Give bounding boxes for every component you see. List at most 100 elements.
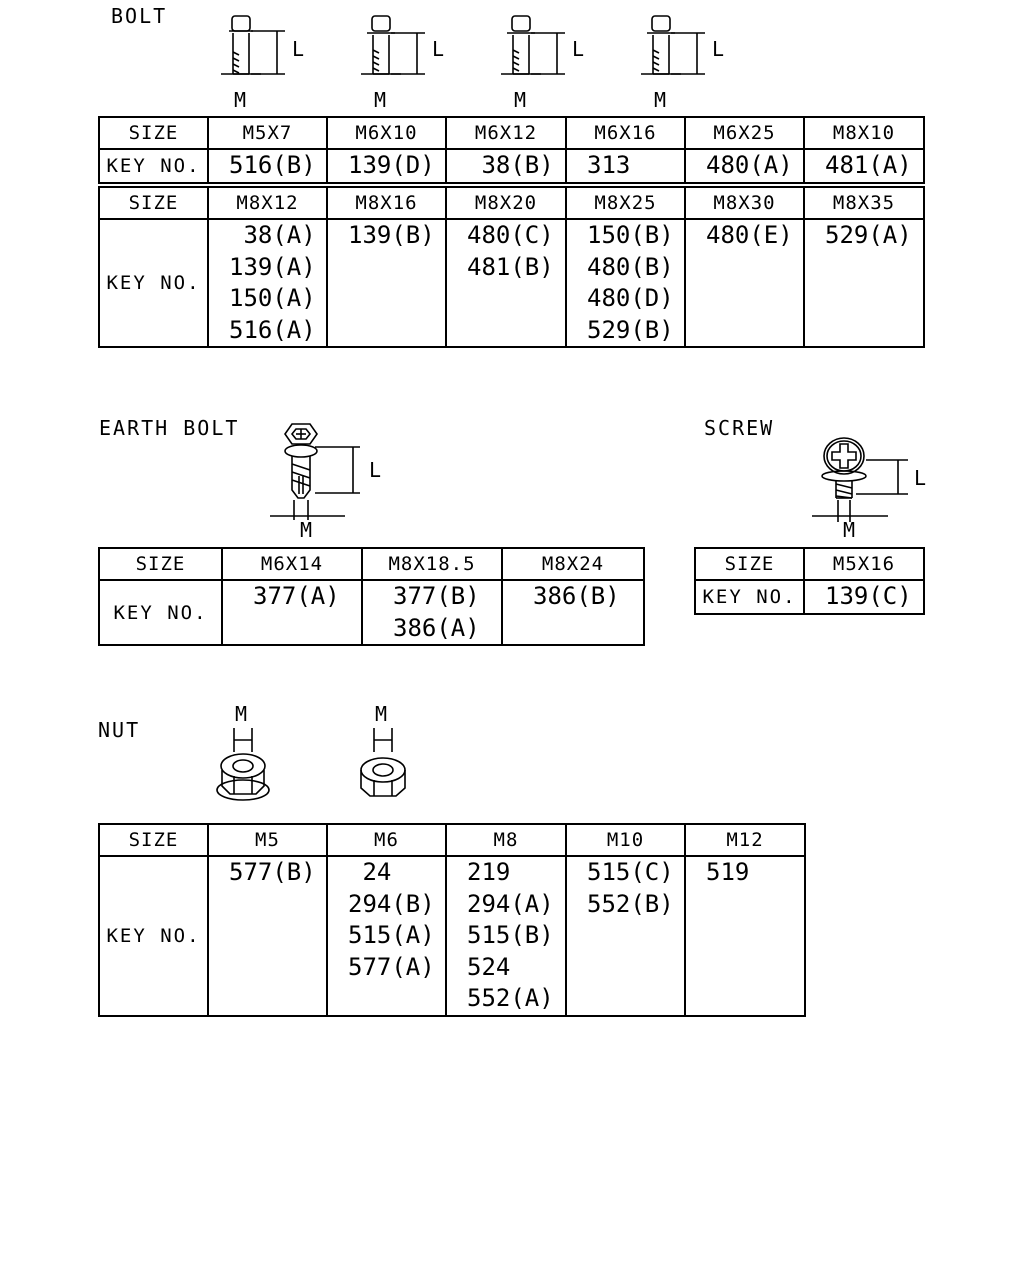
key-no-value: 139(B) [348, 221, 435, 249]
key-no-cell: 529(A) [803, 218, 925, 348]
bolt-dim-m: M [654, 88, 669, 112]
key-no-value: 377(A) [253, 582, 340, 610]
size-cell: M8X16 [326, 186, 447, 220]
key-no-value: 577(B) [229, 858, 316, 886]
key-no-value: 38(B) [467, 151, 554, 179]
key-no-cell: 480(C) 481(B) [445, 218, 567, 348]
bolt-dim-m: M [234, 88, 249, 112]
key-no-value: 481(A) [825, 151, 912, 179]
size-cell: M8X25 [565, 186, 686, 220]
key-no-value: 529(A) [825, 221, 912, 249]
key-no-value: 150(B) [587, 221, 674, 249]
size-cell: M6X14 [221, 547, 363, 581]
size-cell: M6 [326, 823, 447, 857]
bolt-dim-m: M [374, 88, 389, 112]
key-no-header: KEY NO. [98, 855, 209, 1017]
key-no-value: 139(C) [825, 582, 912, 610]
key-no-value: 294(A) [467, 889, 554, 918]
nut-dim-m: M [235, 702, 250, 726]
key-no-cell: 386(B) [501, 579, 645, 646]
bolt-table-2: SIZE M8X12 M8X16 M8X20 M8X25 M8X30 M8X35… [98, 186, 925, 348]
key-no-value: 515(B) [467, 921, 554, 949]
screw-icon [812, 437, 908, 522]
key-no-value: 139(D) [348, 151, 435, 179]
key-no-value: 219 [467, 858, 511, 886]
key-no-cell: 377(B) 386(A) [361, 579, 503, 646]
key-no-cell: 519 [684, 855, 806, 1017]
size-cell: M8X12 [207, 186, 328, 220]
size-cell: M6X12 [445, 116, 567, 150]
bolt-dim-l: L [712, 37, 727, 61]
nut-table: SIZE M5 M6 M8 M10 M12 KEY NO. 577(B) 24 … [98, 823, 806, 1017]
key-no-header: KEY NO. [694, 579, 805, 615]
bolt-icon-1 [221, 15, 285, 75]
bolt-icon-2 [361, 15, 425, 75]
key-no-header: KEY NO. [98, 148, 209, 184]
size-header: SIZE [694, 547, 805, 581]
key-no-header: KEY NO. [98, 218, 209, 348]
size-cell: M6X10 [326, 116, 447, 150]
size-cell: M6X25 [684, 116, 805, 150]
earth-bolt-dim-l: L [369, 458, 384, 482]
key-no-value: 524 [467, 952, 511, 981]
key-no-value: 480(D) [587, 284, 674, 312]
key-no-value: 139(A) [229, 252, 316, 281]
earth-bolt-section-title: EARTH BOLT [99, 416, 240, 440]
bolt-table-1: SIZE M5X7 M6X10 M6X12 M6X16 M6X25 M8X10 … [98, 116, 925, 184]
bolt-dim-l: L [432, 37, 447, 61]
key-no-cell: 139(B) [326, 218, 447, 348]
key-no-value: 386(B) [533, 582, 620, 610]
key-no-cell: 515(C) 552(B) [565, 855, 686, 1017]
size-cell: M8X18.5 [361, 547, 503, 581]
earth-bolt-table: SIZE M6X14 M8X18.5 M8X24 KEY NO. 377(A) … [98, 547, 645, 646]
hex-nut-icon [360, 728, 406, 797]
key-no-cell: 480(E) [684, 218, 805, 348]
key-no-cell: 219 294(A) 515(B) 524 552(A) [445, 855, 567, 1017]
key-no-value: 377(B) [393, 582, 480, 610]
key-no-cell: 150(B) 480(B) 480(D) 529(B) [565, 218, 686, 348]
size-header: SIZE [98, 116, 209, 150]
bolt-icon-3 [501, 15, 565, 75]
key-no-value: 24 [348, 858, 392, 886]
key-no-value: 480(E) [706, 221, 793, 249]
key-no-value: 480(C) [467, 221, 554, 249]
key-no-value: 150(A) [229, 284, 316, 312]
bolt-dim-l: L [292, 37, 307, 61]
size-cell: M8X10 [803, 116, 925, 150]
size-header: SIZE [98, 186, 209, 220]
bolt-section-title: BOLT [111, 4, 168, 28]
screw-dim-m: M [843, 518, 858, 542]
key-no-value: 552(A) [467, 984, 554, 1012]
key-no-value: 313 [587, 151, 631, 179]
key-no-value: 552(B) [587, 889, 674, 918]
size-cell: M5 [207, 823, 328, 857]
size-cell: M5X16 [803, 547, 925, 581]
size-header: SIZE [98, 547, 223, 581]
key-no-value: 515(C) [587, 858, 674, 886]
size-cell: M5X7 [207, 116, 328, 150]
earth-bolt-icon [270, 423, 360, 520]
size-cell: M8X20 [445, 186, 567, 220]
size-cell: M12 [684, 823, 806, 857]
nut-section-title: NUT [98, 718, 141, 742]
key-no-value: 516(A) [229, 315, 316, 344]
key-no-cell: 24 294(B) 515(A) 577(A) [326, 855, 447, 1017]
screw-table: SIZE M5X16 KEY NO. 139(C) [694, 547, 925, 615]
key-no-cell: 577(B) [207, 855, 328, 1017]
size-cell: M10 [565, 823, 686, 857]
bolt-dim-l: L [572, 37, 587, 61]
nut-dim-m: M [375, 702, 390, 726]
size-cell: M8 [445, 823, 567, 857]
size-cell: M8X35 [803, 186, 925, 220]
bolt-icon-4 [641, 15, 705, 75]
size-cell: M6X16 [565, 116, 686, 150]
key-no-value: 519 [706, 858, 750, 886]
size-header: SIZE [98, 823, 209, 857]
flange-nut-icon [216, 728, 270, 801]
bolt-dim-m: M [514, 88, 529, 112]
earth-bolt-dim-m: M [300, 518, 315, 542]
key-no-header: KEY NO. [98, 579, 223, 646]
key-no-cell: 38(A) 139(A) 150(A) 516(A) [207, 218, 328, 348]
screw-section-title: SCREW [704, 416, 775, 440]
key-no-cell: 377(A) [221, 579, 363, 646]
